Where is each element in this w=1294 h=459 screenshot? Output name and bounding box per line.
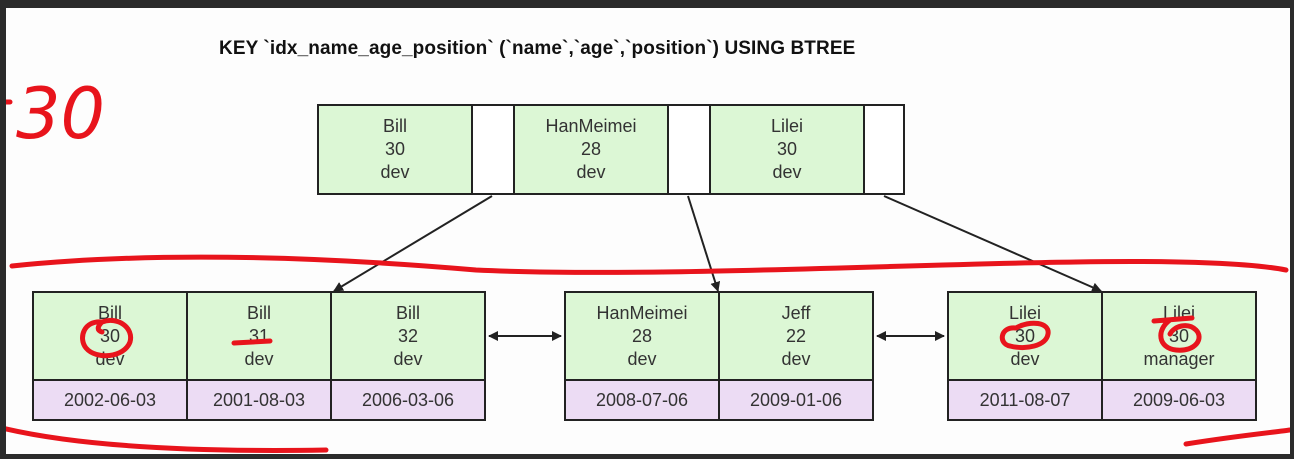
- pointer-arrow-leaf-2: [687, 195, 721, 292]
- key-position: dev: [781, 348, 811, 369]
- pointer-arrow-leaf-3: [883, 195, 1102, 292]
- leaf-date: 2011-08-07: [947, 379, 1103, 421]
- leaf-date: 2002-06-03: [32, 379, 188, 421]
- root-key-hanmeimei: HanMeimei 28 dev: [513, 104, 669, 195]
- handwritten-note: 30: [16, 73, 105, 155]
- root-pointer-2: [667, 104, 711, 195]
- key-name: HanMeimei: [596, 302, 688, 323]
- key-position: dev: [576, 162, 606, 182]
- handwritten-ellipse: [6, 254, 1290, 453]
- key-position: dev: [380, 162, 410, 182]
- leaf-key: HanMeimei 28 dev: [564, 291, 720, 381]
- key-name: Jeff: [781, 302, 811, 323]
- key-name: Lilei: [1008, 302, 1042, 323]
- leaf-date: 2009-01-06: [718, 379, 874, 421]
- key-name: Bill: [246, 302, 271, 323]
- key-age: 30: [776, 139, 798, 159]
- key-position: dev: [772, 162, 802, 182]
- key-position: dev: [1010, 348, 1040, 369]
- root-key-lilei: Lilei 30 dev: [709, 104, 865, 195]
- key-name: HanMeimei: [545, 116, 637, 136]
- key-age: 32: [397, 325, 419, 346]
- key-position: dev: [393, 348, 423, 369]
- pointer-arrow-leaf-1: [333, 195, 493, 292]
- handwritten-circle: [1151, 315, 1202, 353]
- key-position: dev: [627, 348, 657, 369]
- leaf-date: 2001-08-03: [186, 379, 332, 421]
- key-age: 22: [785, 325, 807, 346]
- leaf-date: 2009-06-03: [1101, 379, 1257, 421]
- key-name: Lilei: [770, 116, 804, 136]
- leaf-key: Jeff 22 dev: [718, 291, 874, 381]
- key-age: 30: [99, 325, 121, 346]
- key-age: 30: [1014, 325, 1036, 346]
- key-position: dev: [244, 348, 274, 369]
- key-age: 30: [384, 139, 406, 159]
- leaf-date: 2008-07-06: [564, 379, 720, 421]
- handwritten-underline: [231, 338, 273, 346]
- leaf-key: Bill 31 dev: [186, 291, 332, 381]
- key-age: 28: [631, 325, 653, 346]
- key-position: manager: [1143, 348, 1215, 369]
- handwritten-circle: [80, 318, 134, 359]
- key-age: 28: [580, 139, 602, 159]
- leaf-date: 2006-03-06: [330, 379, 486, 421]
- index-definition-title: KEY `idx_name_age_position` (`name`,`age…: [219, 38, 856, 59]
- connectors-and-annotations: 30: [6, 73, 1290, 453]
- root-pointer-3: [863, 104, 905, 195]
- root-pointer-1: [471, 104, 515, 195]
- leaf-key: Bill 30 dev: [32, 291, 188, 381]
- key-name: Bill: [97, 302, 122, 323]
- key-name: Bill: [382, 116, 407, 136]
- key-name: Bill: [395, 302, 420, 323]
- diagram-canvas: KEY `idx_name_age_position` (`name`,`age…: [6, 8, 1290, 454]
- handwritten-circle: [999, 320, 1051, 350]
